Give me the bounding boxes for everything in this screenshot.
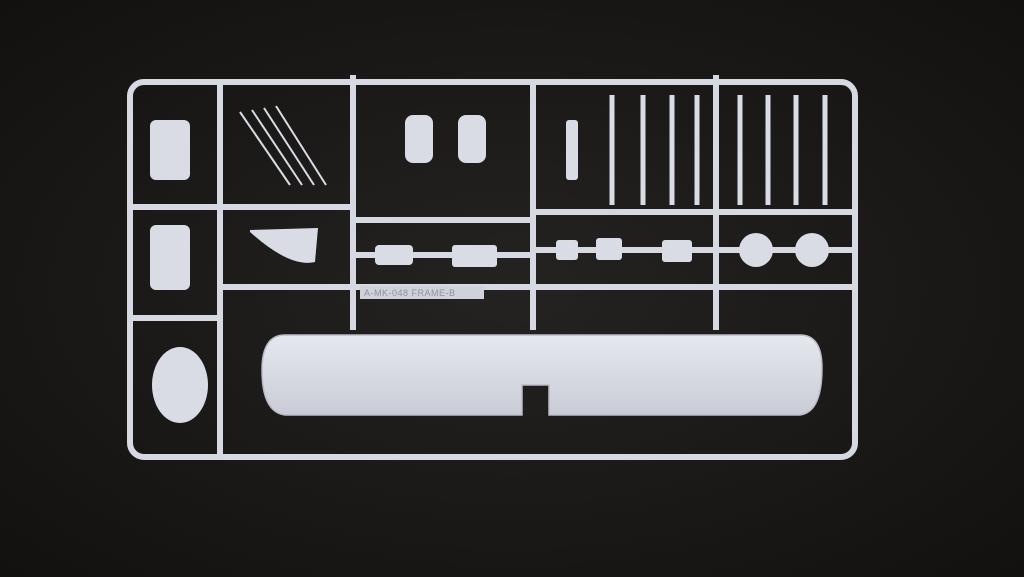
sprue-frame <box>127 75 858 460</box>
struts <box>239 95 828 205</box>
sprue-label-plate: A-MK-048 FRAME-B <box>360 286 484 299</box>
small-parts <box>150 115 829 423</box>
sprue-label: A-MK-048 FRAME-B <box>364 288 456 298</box>
wing-part <box>261 334 823 416</box>
